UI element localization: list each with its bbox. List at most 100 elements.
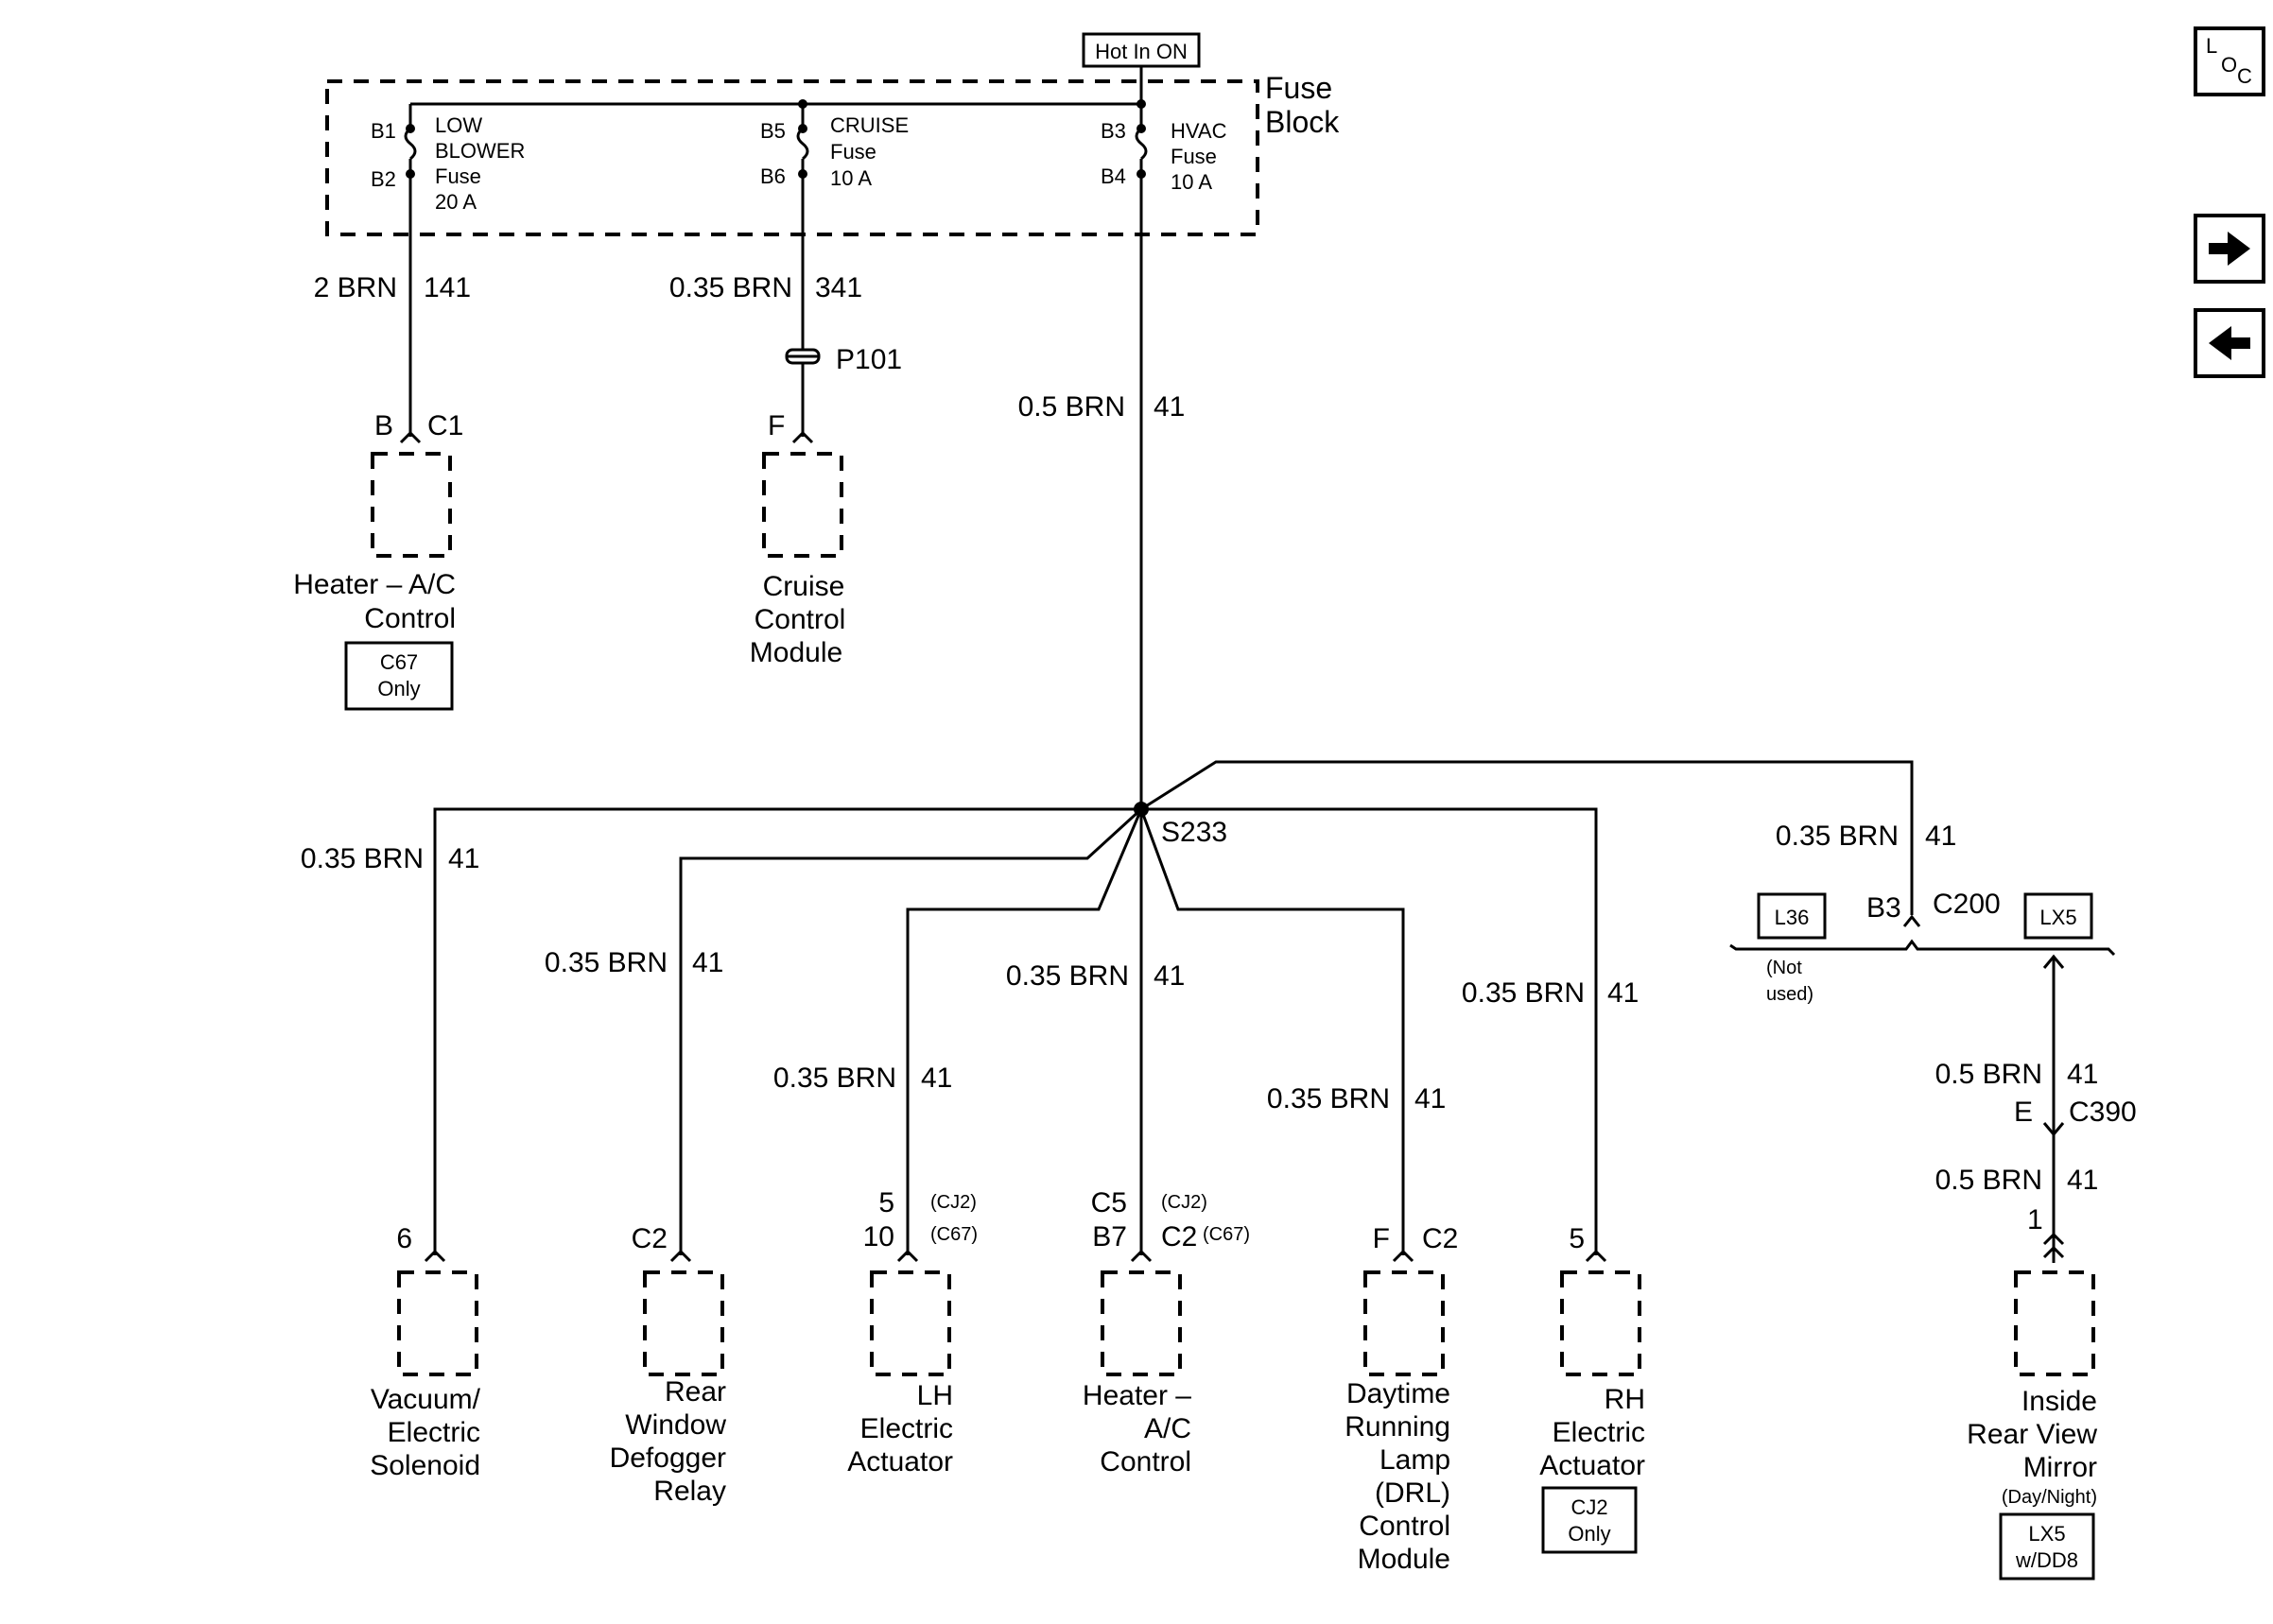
wire-defogger-gauge: 0.35 BRN — [545, 947, 668, 978]
defogger-line1: Rear — [665, 1376, 726, 1408]
svg-text:B1: B1 — [371, 119, 396, 143]
heater-conn-b: C2 — [1161, 1221, 1197, 1253]
cruise-line1: Cruise — [763, 571, 845, 602]
wire-low-blower-gauge: 2 BRN — [314, 272, 397, 303]
component-defogger — [643, 1270, 724, 1376]
wire-drl-gauge: 0.35 BRN — [1267, 1083, 1390, 1114]
loc-button[interactable]: L O C — [2194, 26, 2265, 96]
svg-text:20 A: 20 A — [435, 190, 477, 214]
lh-line1: LH — [917, 1380, 953, 1411]
fuse-block-label-2: Block — [1265, 105, 1340, 139]
wire-lh-gauge: 0.35 BRN — [773, 1063, 896, 1094]
rh-option-box — [1541, 1486, 1638, 1554]
svg-text:Fuse: Fuse — [830, 140, 876, 164]
wire-drl-circuit: 41 — [1414, 1083, 1446, 1114]
svg-text:10 A: 10 A — [830, 166, 872, 190]
connector-cruise — [791, 430, 814, 444]
svg-text:Fuse: Fuse — [435, 164, 481, 188]
cruise-line3: Module — [750, 637, 842, 668]
defogger-line2: Window — [625, 1409, 726, 1441]
heater-top-line2: Control — [364, 603, 456, 634]
next-button[interactable] — [2194, 214, 2265, 284]
wire-mirror-upper-circuit: 41 — [2067, 1059, 2098, 1090]
lh-pin-b: 10 — [863, 1221, 894, 1253]
wire-heater-circuit: 41 — [1154, 960, 1185, 992]
wire-c200-feed — [1140, 760, 1914, 915]
mirror-arrow-up — [2042, 954, 2065, 969]
lh-opt-b: (C67) — [930, 1224, 978, 1245]
defogger-line3: Defogger — [610, 1443, 726, 1474]
rh-option-2: Only — [1568, 1522, 1610, 1546]
vacuum-line1: Vacuum/ — [371, 1384, 481, 1415]
fuse-cruise: B5 B6 CRUISE Fuse 10 A — [760, 104, 909, 190]
mirror-option-1: LX5 — [2028, 1522, 2065, 1546]
svg-text:B2: B2 — [371, 167, 396, 191]
wire-defogger-circuit: 41 — [692, 947, 723, 978]
heater-top-pin: B — [374, 410, 393, 441]
c200-option-right: LX5 — [2039, 906, 2076, 929]
c200-option-left: L36 — [1775, 906, 1810, 929]
wire-c200-gauge: 0.35 BRN — [1776, 821, 1899, 852]
defogger-pin: C2 — [632, 1223, 668, 1254]
drl-line6: Module — [1358, 1544, 1450, 1575]
wire-rh-circuit: 41 — [1607, 977, 1639, 1009]
c200-name: C200 — [1933, 889, 2001, 920]
splice-s233-label: S233 — [1161, 817, 1227, 848]
c200-option-right-box — [2023, 892, 2093, 940]
wire-defogger — [679, 807, 1143, 1255]
hot-in-on-label: Hot In ON — [1095, 40, 1188, 63]
heater-line3: Control — [1100, 1446, 1191, 1477]
svg-text:10 A: 10 A — [1171, 170, 1212, 194]
connector-c390 — [2042, 1122, 2065, 1137]
lh-opt-a: (CJ2) — [930, 1192, 977, 1213]
heater-top-option-1: C67 — [380, 650, 418, 674]
component-mirror — [2014, 1270, 2095, 1376]
rh-line3: Actuator — [1539, 1450, 1645, 1481]
arrow-right-icon — [2209, 232, 2250, 266]
wire-c200-circuit: 41 — [1925, 821, 1956, 852]
component-cruise — [762, 452, 843, 558]
connector-mirror — [2042, 1232, 2065, 1259]
component-lh — [870, 1270, 951, 1376]
c390-pin: E — [2014, 1097, 2033, 1128]
fuse-hvac: B3 B4 HVAC Fuse 10 A — [1101, 104, 1227, 194]
arrow-left-icon — [2209, 326, 2250, 360]
connector-defogger — [669, 1249, 692, 1263]
svg-text:B4: B4 — [1101, 164, 1126, 188]
rh-line1: RH — [1605, 1384, 1645, 1415]
drl-line2: Running — [1345, 1411, 1450, 1443]
c200-line — [1729, 939, 2116, 957]
wire-cruise-gauge: 0.35 BRN — [669, 272, 792, 303]
wire-hvac-gauge: 0.5 BRN — [1018, 391, 1125, 423]
back-button[interactable] — [2194, 308, 2265, 378]
fuse-low-blower: B1 B2 LOW BLOWER Fuse 20 A — [371, 104, 525, 214]
connector-heater-top — [399, 430, 422, 444]
drl-line3: Lamp — [1379, 1444, 1450, 1476]
component-heater-top — [371, 452, 452, 558]
vacuum-line2: Electric — [388, 1417, 480, 1448]
component-heater — [1101, 1270, 1182, 1376]
wire-lh — [906, 808, 1143, 1255]
mirror-line3: Mirror — [2023, 1452, 2097, 1483]
drl-line4: (DRL) — [1375, 1477, 1450, 1509]
mirror-option-box — [1999, 1512, 2095, 1581]
connector-vacuum — [424, 1249, 446, 1263]
lh-pin-a: 5 — [878, 1187, 894, 1218]
heater-opt-b: (C67) — [1203, 1224, 1250, 1245]
wire-mirror-upper-gauge: 0.5 BRN — [1935, 1059, 2042, 1090]
svg-text:HVAC: HVAC — [1171, 119, 1227, 143]
heater-pin-b: B7 — [1092, 1221, 1127, 1253]
heater-top-option-2: Only — [377, 677, 420, 700]
mirror-subline: (Day/Night) — [2002, 1487, 2097, 1508]
vacuum-pin: 6 — [396, 1223, 412, 1254]
svg-text:BLOWER: BLOWER — [435, 139, 525, 163]
drl-conn: C2 — [1422, 1223, 1458, 1254]
heater-top-line1: Heater – A/C — [293, 569, 456, 600]
rh-option-1: CJ2 — [1570, 1495, 1607, 1519]
svg-text:Fuse: Fuse — [1171, 145, 1217, 168]
fuse-block-boundary — [325, 79, 1259, 236]
loc-o: O — [2221, 53, 2237, 77]
drl-line1: Daytime — [1346, 1378, 1450, 1409]
lh-line3: Actuator — [847, 1446, 953, 1477]
